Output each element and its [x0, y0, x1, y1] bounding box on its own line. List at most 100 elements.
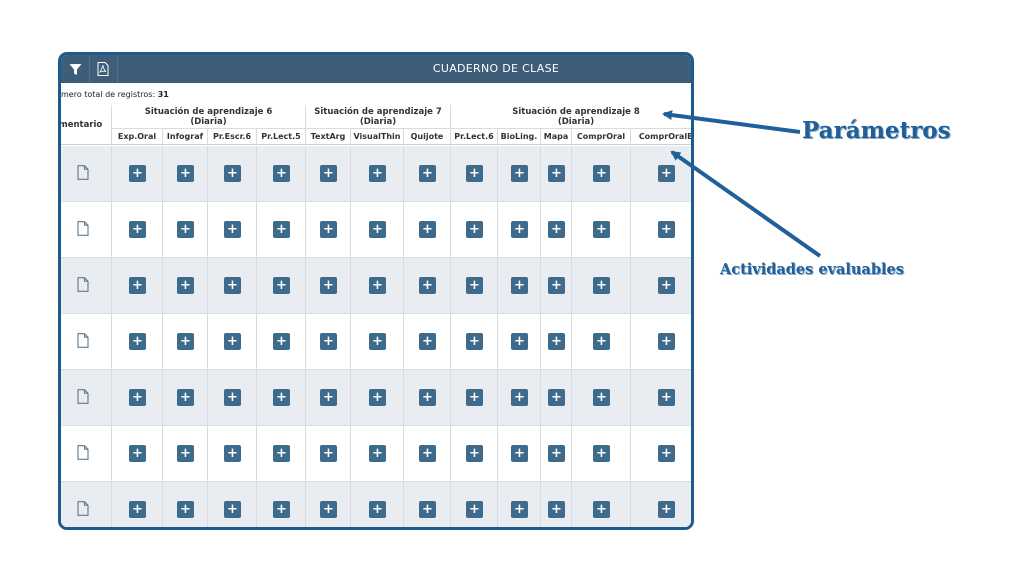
- add-grade-button[interactable]: +: [466, 389, 483, 406]
- add-grade-button[interactable]: +: [419, 221, 436, 238]
- add-grade-button[interactable]: +: [177, 277, 194, 294]
- comment-document-icon[interactable]: [77, 333, 89, 348]
- add-grade-button[interactable]: +: [548, 221, 565, 238]
- add-grade-button[interactable]: +: [177, 445, 194, 462]
- column-header[interactable]: BioLing.: [497, 129, 540, 145]
- pdf-export-button[interactable]: [89, 55, 118, 83]
- add-grade-button[interactable]: +: [320, 389, 337, 406]
- add-grade-button[interactable]: +: [224, 333, 241, 350]
- add-grade-button[interactable]: +: [511, 221, 528, 238]
- add-grade-button[interactable]: +: [593, 501, 610, 518]
- add-grade-button[interactable]: +: [466, 277, 483, 294]
- add-grade-button[interactable]: +: [369, 277, 386, 294]
- add-grade-button[interactable]: +: [466, 165, 483, 182]
- add-grade-button[interactable]: +: [419, 389, 436, 406]
- add-grade-button[interactable]: +: [129, 165, 146, 182]
- add-grade-button[interactable]: +: [511, 165, 528, 182]
- column-header[interactable]: ComprOralB: [630, 129, 691, 145]
- add-grade-button[interactable]: +: [273, 165, 290, 182]
- column-header[interactable]: Pr.Escr.6: [207, 129, 256, 145]
- add-grade-button[interactable]: +: [224, 165, 241, 182]
- column-header[interactable]: Pr.Lect.5: [256, 129, 305, 145]
- add-grade-button[interactable]: +: [593, 389, 610, 406]
- comment-document-icon[interactable]: [77, 389, 89, 404]
- add-grade-button[interactable]: +: [593, 221, 610, 238]
- add-grade-button[interactable]: +: [511, 501, 528, 518]
- column-header[interactable]: TextArg: [305, 129, 350, 145]
- add-grade-button[interactable]: +: [177, 389, 194, 406]
- add-grade-button[interactable]: +: [658, 501, 675, 518]
- add-grade-button[interactable]: +: [658, 333, 675, 350]
- add-grade-button[interactable]: +: [177, 501, 194, 518]
- add-grade-button[interactable]: +: [273, 277, 290, 294]
- column-header[interactable]: Exp.Oral: [111, 129, 162, 145]
- add-grade-button[interactable]: +: [224, 277, 241, 294]
- add-grade-button[interactable]: +: [320, 501, 337, 518]
- add-grade-button[interactable]: +: [129, 389, 146, 406]
- add-grade-button[interactable]: +: [320, 277, 337, 294]
- add-grade-button[interactable]: +: [548, 277, 565, 294]
- add-grade-button[interactable]: +: [369, 445, 386, 462]
- filter-button[interactable]: [61, 55, 90, 83]
- add-grade-button[interactable]: +: [593, 445, 610, 462]
- add-grade-button[interactable]: +: [224, 501, 241, 518]
- add-grade-button[interactable]: +: [129, 277, 146, 294]
- add-grade-button[interactable]: +: [548, 333, 565, 350]
- add-grade-button[interactable]: +: [548, 389, 565, 406]
- add-grade-button[interactable]: +: [129, 221, 146, 238]
- add-grade-button[interactable]: +: [273, 445, 290, 462]
- comment-document-icon[interactable]: [77, 221, 89, 236]
- add-grade-button[interactable]: +: [369, 333, 386, 350]
- add-grade-button[interactable]: +: [177, 333, 194, 350]
- add-grade-button[interactable]: +: [273, 501, 290, 518]
- add-grade-button[interactable]: +: [658, 445, 675, 462]
- add-grade-button[interactable]: +: [419, 165, 436, 182]
- add-grade-button[interactable]: +: [369, 501, 386, 518]
- comentario-column-header[interactable]: omentario: [61, 105, 111, 145]
- column-header[interactable]: Infograf: [162, 129, 207, 145]
- add-grade-button[interactable]: +: [419, 333, 436, 350]
- add-grade-button[interactable]: +: [273, 333, 290, 350]
- add-grade-button[interactable]: +: [224, 389, 241, 406]
- add-grade-button[interactable]: +: [548, 165, 565, 182]
- comment-document-icon[interactable]: [77, 277, 89, 292]
- add-grade-button[interactable]: +: [658, 221, 675, 238]
- column-header[interactable]: ComprOral: [571, 129, 630, 145]
- add-grade-button[interactable]: +: [369, 221, 386, 238]
- comment-document-icon[interactable]: [77, 165, 89, 180]
- add-grade-button[interactable]: +: [466, 445, 483, 462]
- column-header[interactable]: Mapa: [540, 129, 571, 145]
- add-grade-button[interactable]: +: [658, 389, 675, 406]
- add-grade-button[interactable]: +: [129, 333, 146, 350]
- add-grade-button[interactable]: +: [548, 501, 565, 518]
- add-grade-button[interactable]: +: [466, 501, 483, 518]
- add-grade-button[interactable]: +: [466, 221, 483, 238]
- add-grade-button[interactable]: +: [320, 221, 337, 238]
- add-grade-button[interactable]: +: [129, 445, 146, 462]
- add-grade-button[interactable]: +: [320, 445, 337, 462]
- add-grade-button[interactable]: +: [511, 333, 528, 350]
- add-grade-button[interactable]: +: [129, 501, 146, 518]
- add-grade-button[interactable]: +: [511, 445, 528, 462]
- column-header[interactable]: Quijote: [403, 129, 450, 145]
- add-grade-button[interactable]: +: [511, 277, 528, 294]
- add-grade-button[interactable]: +: [320, 165, 337, 182]
- add-grade-button[interactable]: +: [658, 277, 675, 294]
- add-grade-button[interactable]: +: [548, 445, 565, 462]
- add-grade-button[interactable]: +: [224, 221, 241, 238]
- add-grade-button[interactable]: +: [593, 333, 610, 350]
- add-grade-button[interactable]: +: [273, 221, 290, 238]
- add-grade-button[interactable]: +: [320, 333, 337, 350]
- add-grade-button[interactable]: +: [511, 389, 528, 406]
- add-grade-button[interactable]: +: [466, 333, 483, 350]
- add-grade-button[interactable]: +: [177, 221, 194, 238]
- add-grade-button[interactable]: +: [419, 445, 436, 462]
- comment-document-icon[interactable]: [77, 501, 89, 516]
- add-grade-button[interactable]: +: [658, 165, 675, 182]
- add-grade-button[interactable]: +: [224, 445, 241, 462]
- comment-document-icon[interactable]: [77, 445, 89, 460]
- column-header[interactable]: Pr.Lect.6: [450, 129, 497, 145]
- add-grade-button[interactable]: +: [419, 501, 436, 518]
- add-grade-button[interactable]: +: [419, 277, 436, 294]
- add-grade-button[interactable]: +: [273, 389, 290, 406]
